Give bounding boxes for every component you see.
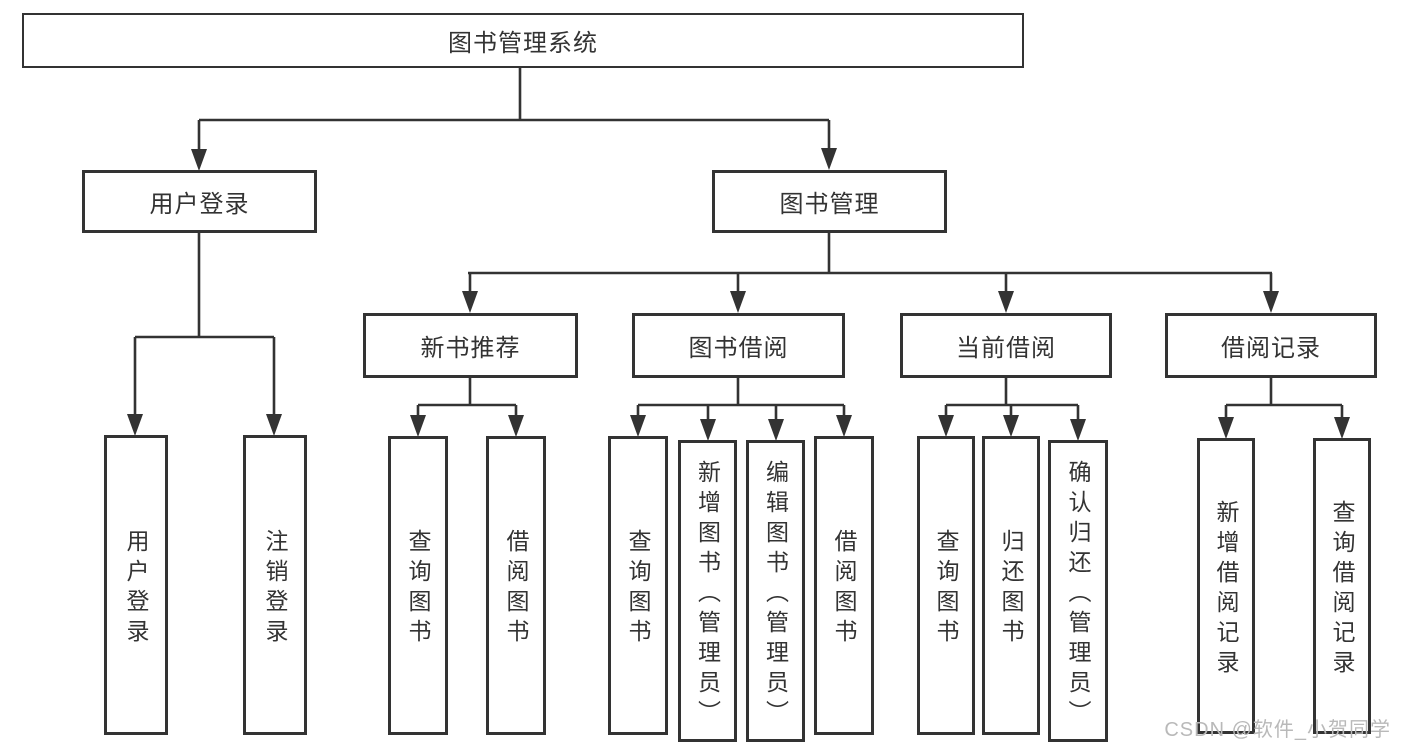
node-root-library-system: 图书管理系统 (22, 13, 1024, 68)
leaf-current-query-books: 查询图书 (917, 436, 975, 735)
node-book-management-label: 图书管理 (779, 191, 880, 218)
leaf-recommend-borrow-books-label: 借阅图书 (503, 529, 529, 649)
leaf-logout: 注销登录 (243, 435, 307, 735)
leaf-recommend-query-books-label: 查询图书 (405, 529, 431, 649)
leaf-borrow-add-books-admin: 新增图书（管理员） (678, 440, 737, 742)
leaf-records-query-record: 查询借阅记录 (1313, 438, 1371, 734)
leaf-current-confirm-return-admin-label: 确认归还（管理员） (1065, 459, 1091, 730)
node-user-login-label: 用户登录 (149, 191, 250, 218)
leaf-borrow-edit-books-admin-label: 编辑图书（管理员） (762, 459, 789, 730)
node-current-borrowing: 当前借阅 (900, 313, 1112, 378)
leaf-current-return-books: 归还图书 (982, 436, 1040, 735)
node-book-management: 图书管理 (712, 170, 947, 233)
node-current-borrowing-label: 当前借阅 (956, 335, 1056, 362)
node-book-borrowing-label: 图书借阅 (688, 335, 789, 362)
leaf-borrow-add-books-admin-label: 新增图书（管理员） (694, 459, 721, 730)
leaf-records-query-record-label: 查询借阅记录 (1329, 499, 1355, 680)
node-borrowing-records: 借阅记录 (1165, 313, 1377, 378)
node-new-book-recommendation-label: 新书推荐 (420, 335, 521, 362)
leaf-borrow-query-books-label: 查询图书 (625, 529, 651, 649)
node-root-label: 图书管理系统 (448, 30, 598, 57)
leaf-user-login-label: 用户登录 (123, 528, 149, 649)
leaf-borrow-borrow-books-label: 借阅图书 (831, 529, 857, 649)
leaf-borrow-edit-books-admin: 编辑图书（管理员） (746, 440, 805, 742)
leaf-borrow-query-books: 查询图书 (608, 436, 668, 735)
leaf-recommend-borrow-books: 借阅图书 (486, 436, 546, 735)
csdn-watermark: CSDN @软件_小贺同学 (1164, 719, 1391, 741)
leaf-current-return-books-label: 归还图书 (998, 529, 1024, 649)
leaf-user-login: 用户登录 (104, 435, 168, 735)
arrowheads (127, 148, 1350, 441)
leaf-borrow-borrow-books: 借阅图书 (814, 436, 874, 735)
leaf-current-confirm-return-admin: 确认归还（管理员） (1048, 440, 1108, 742)
node-book-borrowing: 图书借阅 (632, 313, 845, 378)
leaf-recommend-query-books: 查询图书 (388, 436, 448, 735)
leaf-records-add-record-label: 新增借阅记录 (1213, 499, 1239, 680)
leaf-logout-label: 注销登录 (262, 528, 288, 649)
node-new-book-recommendation: 新书推荐 (363, 313, 578, 378)
leaf-records-add-record: 新增借阅记录 (1197, 438, 1255, 734)
leaf-current-query-books-label: 查询图书 (933, 529, 959, 649)
node-borrowing-records-label: 借阅记录 (1221, 335, 1321, 362)
node-user-login: 用户登录 (82, 170, 317, 233)
